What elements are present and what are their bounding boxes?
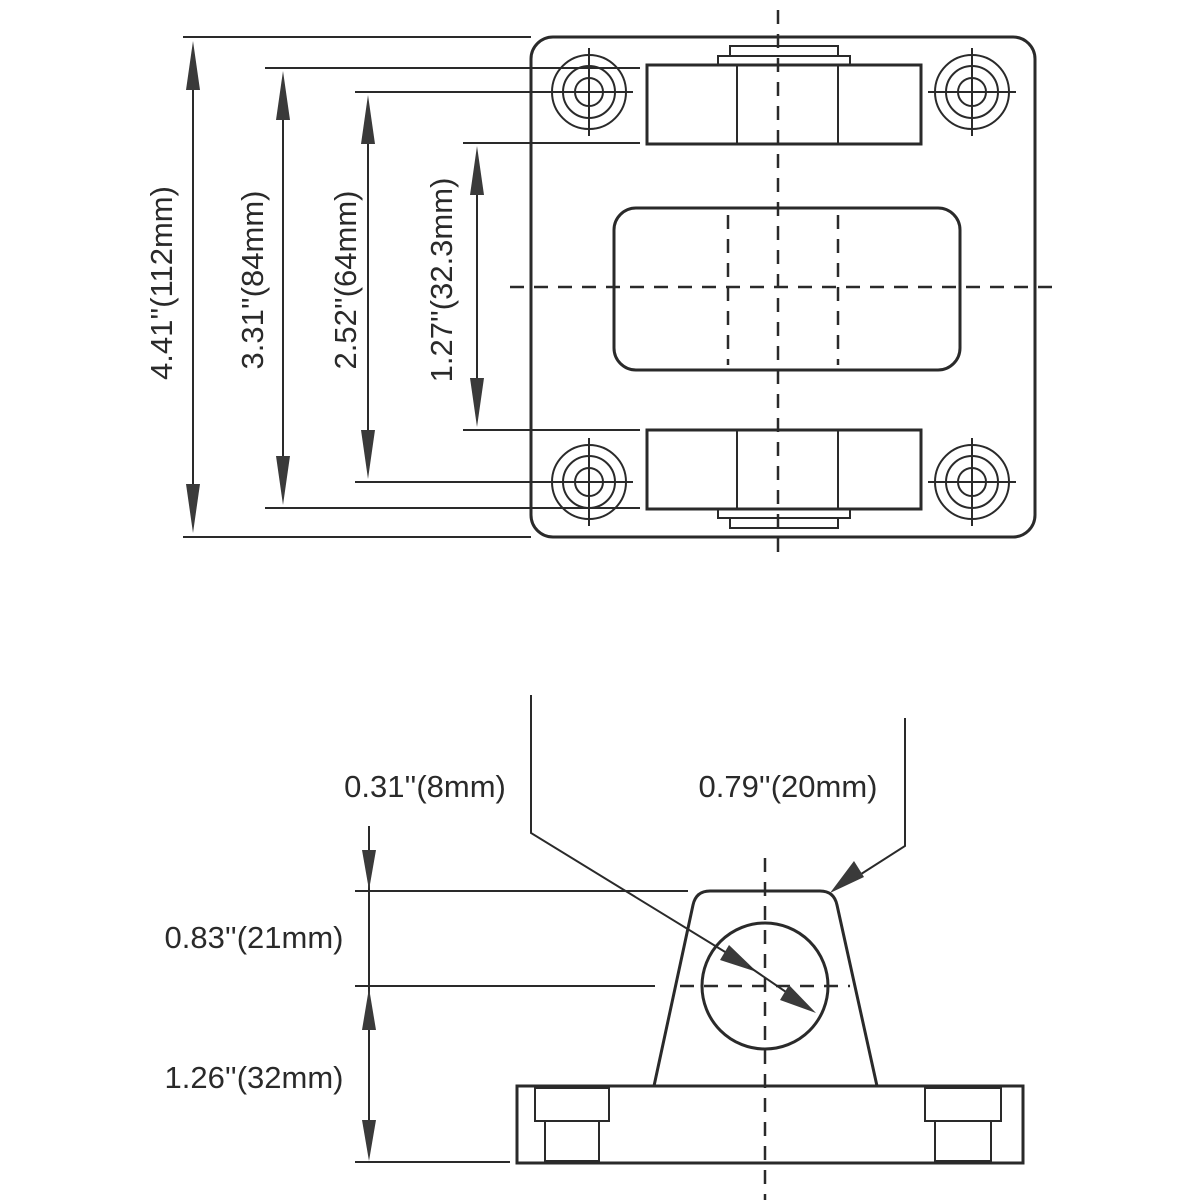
- mounting-hole-top-right: [928, 48, 1016, 136]
- dimension-block-span: 3.31''(84mm): [235, 71, 290, 505]
- dimension-label: 1.26''(32mm): [165, 1060, 344, 1095]
- base-plate-outline: [529, 35, 1037, 539]
- bottom-bearing-block: [645, 428, 923, 529]
- mounting-hole-bottom-right: [928, 438, 1016, 526]
- top-view: 4.41''(112mm) 3.31''(84mm) 2.52''(64mm) …: [144, 10, 1055, 560]
- dimension-inner-gap: 1.27''(32.3mm): [424, 146, 484, 427]
- dimension-label: 0.83''(21mm): [165, 920, 344, 955]
- dimension-label: 0.79''(20mm): [699, 769, 878, 804]
- side-base: [515, 1084, 1025, 1165]
- dimension-label: 2.52''(64mm): [328, 191, 363, 370]
- dimension-hole-spacing: 2.52''(64mm): [328, 95, 375, 479]
- mounting-hole-bottom-left: [545, 438, 633, 526]
- leader-bore-diameter: 0.31''(8mm): [344, 695, 816, 1013]
- central-slot: [612, 206, 962, 372]
- dimension-label: 1.27''(32.3mm): [424, 178, 459, 383]
- dimension-label: 0.31''(8mm): [344, 769, 506, 804]
- dimension-label: 3.31''(84mm): [235, 191, 270, 370]
- side-view-extension-lines: [355, 890, 688, 1163]
- leader-top-width: 0.79''(20mm): [699, 718, 906, 893]
- dimension-center-height: 1.26''(32mm): [165, 1060, 376, 1161]
- mounting-hole-top-left: [545, 48, 633, 136]
- dimension-label: 4.41''(112mm): [144, 186, 179, 380]
- top-bearing-block: [645, 45, 923, 146]
- top-view-extension-lines: [183, 36, 640, 538]
- dimension-overall-length: 4.41''(112mm): [144, 41, 200, 533]
- dimension-top-to-center: 0.83''(21mm): [165, 826, 376, 1155]
- side-view: 0.31''(8mm) 0.79''(20mm) 0.83''(21mm) 1.…: [165, 695, 1025, 1200]
